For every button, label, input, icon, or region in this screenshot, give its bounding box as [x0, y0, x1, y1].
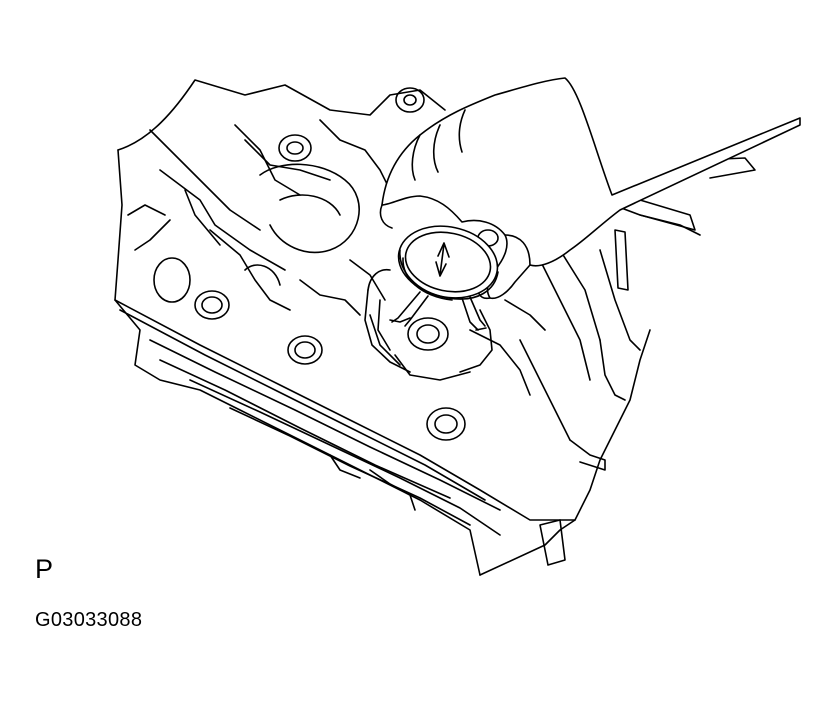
valve-lifter-bore	[364, 268, 493, 373]
cylinder-head-body	[114, 79, 651, 576]
view-letter-label: P	[35, 554, 54, 584]
figure-code-label: G03033088	[35, 609, 143, 631]
cam-journals-and-ribs	[127, 119, 546, 396]
bolt-holes	[153, 87, 499, 441]
caliper-gauge-icon	[389, 225, 499, 331]
hand-icon	[379, 77, 801, 300]
